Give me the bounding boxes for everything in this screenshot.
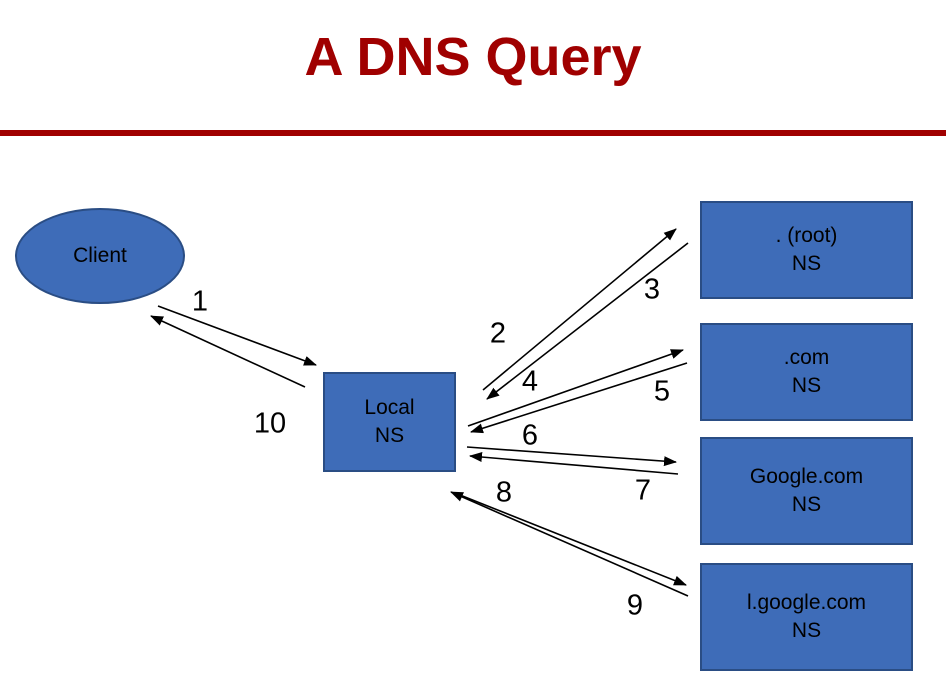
node-root-ns-label-line1: . (root) [775,223,838,247]
node-client: Client [15,208,185,304]
node-google-ns-label-line2: NS [791,493,822,516]
arrow-step-1 [157,305,317,366]
node-root-ns: . (root) NS [700,201,913,299]
node-google-ns-label-line1: Google.com [749,464,864,488]
step-label-10: 10 [253,407,287,440]
arrow-step-2 [482,228,677,391]
node-google-ns: Google.com NS [700,437,913,545]
step-label-1: 1 [191,285,209,318]
page-title: A DNS Query [304,27,642,87]
node-local-ns-label-line2: NS [374,424,405,447]
step-label-2: 2 [489,317,507,350]
step-label-9: 9 [626,589,644,622]
arrow-step-10 [150,315,306,388]
node-com-ns-label-line2: NS [791,374,822,397]
node-lgoogle-ns-label-line1: l.google.com [746,590,867,614]
step-label-5: 5 [653,375,671,408]
node-lgoogle-ns: l.google.com NS [700,563,913,671]
arrow-step-8 [454,492,687,586]
node-com-ns: .com NS [700,323,913,421]
arrow-step-6 [466,446,677,467]
node-com-ns-label-line1: .com [783,345,830,369]
step-label-4: 4 [521,365,539,398]
step-label-3: 3 [643,273,661,306]
arrow-step-9 [450,491,689,597]
node-lgoogle-ns-label-line2: NS [791,619,822,642]
title-divider [0,130,946,136]
arrow-step-4 [467,349,684,427]
node-local-ns-label-line1: Local [364,395,415,419]
step-label-6: 6 [521,419,539,452]
step-label-7: 7 [634,474,652,507]
node-root-ns-label-line2: NS [791,252,822,275]
node-local-ns: Local NS [323,372,456,472]
step-label-8: 8 [495,476,513,509]
arrow-step-7 [469,452,679,475]
node-client-label: Client [73,243,127,267]
